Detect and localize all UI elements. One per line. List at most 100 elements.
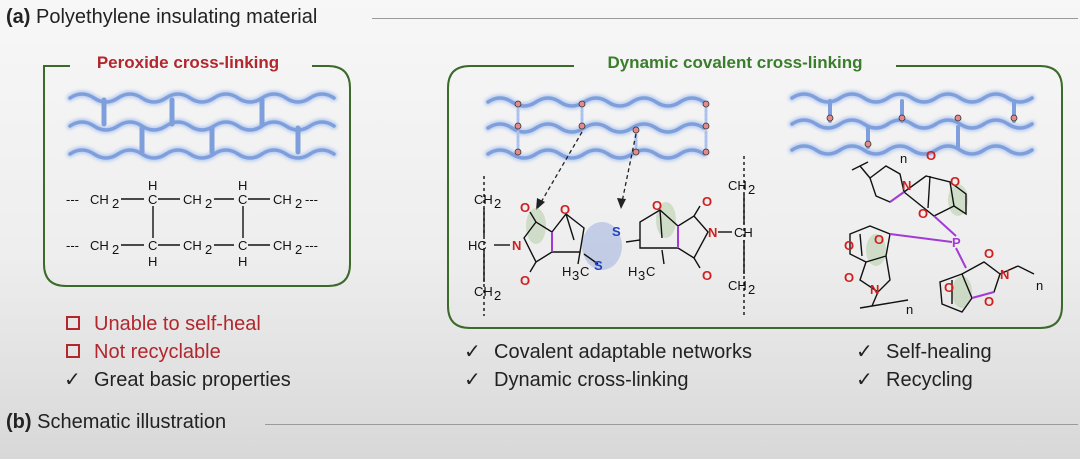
drawback-item: Not recyclable: [64, 338, 291, 366]
benefit-item: ✓ Recycling: [856, 366, 992, 394]
svg-text:C: C: [148, 238, 157, 253]
check-icon: ✓: [464, 341, 481, 363]
svg-text:O: O: [520, 273, 530, 288]
dashed-arrows: [539, 131, 637, 205]
svg-text:CH: CH: [90, 238, 109, 253]
svg-text:N: N: [1000, 267, 1009, 282]
svg-text:N: N: [708, 225, 717, 240]
dynamic-chains-left: [484, 94, 710, 162]
svg-text:CH: CH: [734, 225, 753, 240]
svg-text:n: n: [906, 302, 913, 317]
dynamic-chains-right: [788, 90, 1036, 158]
svg-text:O: O: [652, 198, 662, 213]
svg-text:N: N: [902, 178, 911, 193]
svg-text:H: H: [238, 254, 247, 269]
section-a-heading: (a) Polyethylene insulating material: [6, 6, 317, 29]
svg-text:CH: CH: [728, 278, 747, 293]
svg-text:3: 3: [572, 268, 579, 283]
svg-text:2: 2: [112, 196, 119, 211]
svg-text:2: 2: [112, 242, 119, 257]
svg-text:2: 2: [295, 242, 302, 257]
disulfide-molecule: [483, 156, 745, 316]
svg-text:O: O: [944, 280, 954, 295]
svg-text:3: 3: [638, 268, 645, 283]
dynamic-properties-left: ✓ Covalent adaptable networks ✓ Dynamic …: [464, 338, 752, 394]
svg-text:CH: CH: [273, 238, 292, 253]
svg-text:O: O: [984, 294, 994, 309]
peroxide-properties: Unable to self-heal Not recyclable ✓ Gre…: [64, 310, 291, 394]
check-icon: ✓: [64, 369, 81, 391]
svg-text:2: 2: [494, 288, 501, 303]
svg-text:2: 2: [205, 196, 212, 211]
svg-text:CH: CH: [273, 192, 292, 207]
svg-text:O: O: [918, 206, 928, 221]
svg-text:H: H: [148, 178, 157, 193]
drawback-item: Unable to self-heal: [64, 310, 291, 338]
benefit-item: ✓ Great basic properties: [64, 366, 291, 394]
svg-text:O: O: [844, 238, 854, 253]
hollow-square-icon: [64, 338, 94, 366]
svg-text:O: O: [844, 270, 854, 285]
svg-text:HC: HC: [468, 238, 487, 253]
peroxide-chains: [66, 90, 338, 162]
svg-text:2: 2: [494, 196, 501, 211]
check-icon: ✓: [856, 369, 873, 391]
svg-text:C: C: [238, 238, 247, 253]
benefit-item: ✓ Covalent adaptable networks: [464, 338, 752, 366]
svg-text:---: ---: [305, 192, 318, 207]
section-b-heading: (b) Schematic illustration: [6, 411, 226, 434]
peroxide-frame: [42, 65, 351, 287]
svg-text:---: ---: [305, 238, 318, 253]
svg-text:O: O: [560, 202, 570, 217]
svg-text:H: H: [148, 254, 157, 269]
check-icon: ✓: [464, 369, 481, 391]
svg-text:C: C: [148, 192, 157, 207]
peroxide-formula: --- CH 2 C H CH 2 C H CH 2 --- --- CH 2 …: [66, 178, 318, 269]
svg-text:S: S: [612, 224, 621, 239]
dynamic-frame: [447, 65, 1063, 329]
svg-text:O: O: [874, 232, 884, 247]
svg-text:2: 2: [748, 282, 755, 297]
benefit-item: ✓ Dynamic cross-linking: [464, 366, 752, 394]
section-b-rule: [265, 424, 1078, 425]
svg-text:2: 2: [748, 182, 755, 197]
svg-text:2: 2: [205, 242, 212, 257]
svg-text:N: N: [870, 282, 879, 297]
check-icon: ✓: [856, 341, 873, 363]
dynamic-properties-right: ✓ Self-healing ✓ Recycling: [856, 338, 992, 394]
section-b-title: Schematic illustration: [37, 411, 227, 433]
svg-text:C: C: [238, 192, 247, 207]
svg-text:H: H: [628, 264, 637, 279]
svg-text:N: N: [512, 238, 521, 253]
section-b-label: (b): [6, 411, 32, 433]
phosphorus-molecule: [849, 161, 1035, 313]
section-a-rule: [372, 18, 1078, 19]
svg-text:CH: CH: [728, 178, 747, 193]
svg-text:O: O: [926, 148, 936, 163]
section-a-title: Polyethylene insulating material: [36, 6, 318, 28]
section-a-label: (a): [6, 6, 31, 28]
phosphorus-atoms: N O O O n P O O O N n O N O O n: [844, 148, 1043, 317]
dynamic-title: Dynamic covalent cross-linking: [607, 53, 862, 72]
svg-text:O: O: [702, 194, 712, 209]
svg-text:---: ---: [66, 238, 79, 253]
svg-text:O: O: [520, 200, 530, 215]
svg-text:O: O: [950, 174, 960, 189]
svg-text:n: n: [1036, 278, 1043, 293]
svg-text:O: O: [984, 246, 994, 261]
svg-text:P: P: [952, 235, 961, 250]
svg-text:CH: CH: [183, 238, 202, 253]
svg-text:---: ---: [66, 192, 79, 207]
svg-text:O: O: [702, 268, 712, 283]
svg-text:CH: CH: [474, 284, 493, 299]
benefit-item: ✓ Self-healing: [856, 338, 992, 366]
svg-text:n: n: [900, 151, 907, 166]
svg-text:CH: CH: [183, 192, 202, 207]
svg-text:2: 2: [295, 196, 302, 211]
svg-text:C: C: [646, 264, 655, 279]
svg-text:H: H: [562, 264, 571, 279]
svg-text:CH: CH: [90, 192, 109, 207]
peroxide-title: Peroxide cross-linking: [97, 53, 279, 72]
svg-text:S: S: [594, 258, 603, 273]
